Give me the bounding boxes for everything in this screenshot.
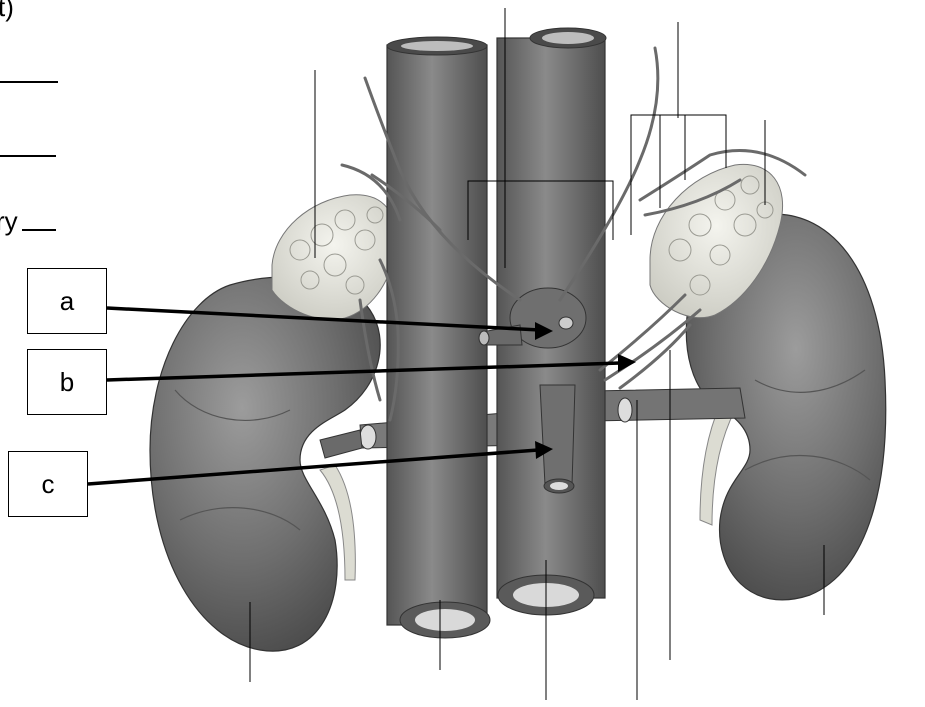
left-renal-branch — [320, 430, 362, 458]
mesenteric-stub-lumen — [550, 482, 568, 490]
label-box-c: c — [8, 451, 88, 517]
celiac-trunk-opening — [559, 317, 573, 329]
answer-blank-2 — [0, 155, 56, 157]
label-box-a: a — [27, 268, 107, 334]
top-text-fragment: t) — [0, 0, 14, 20]
left-adrenal-gland — [272, 195, 396, 320]
answer-blank-3 — [22, 229, 56, 231]
label-a-text: a — [60, 286, 74, 317]
label-b-text: b — [60, 367, 74, 398]
celiac-branch-left-opening — [479, 331, 489, 345]
arrowhead-b — [618, 354, 636, 372]
mesenteric-artery-stub — [540, 385, 575, 485]
aorta-top-lumen — [542, 32, 594, 44]
ivc-top-lumen — [401, 41, 473, 51]
row3-text-fragment: ry — [0, 208, 18, 234]
left-renal-vessel-opening — [360, 425, 376, 449]
label-box-b: b — [27, 349, 107, 415]
inferior-vena-cava — [387, 45, 487, 625]
right-renal-vessel-opening — [618, 398, 632, 422]
label-c-text: c — [42, 469, 55, 500]
answer-blank-1 — [0, 81, 58, 83]
ivc-bottom-lumen — [415, 609, 475, 631]
